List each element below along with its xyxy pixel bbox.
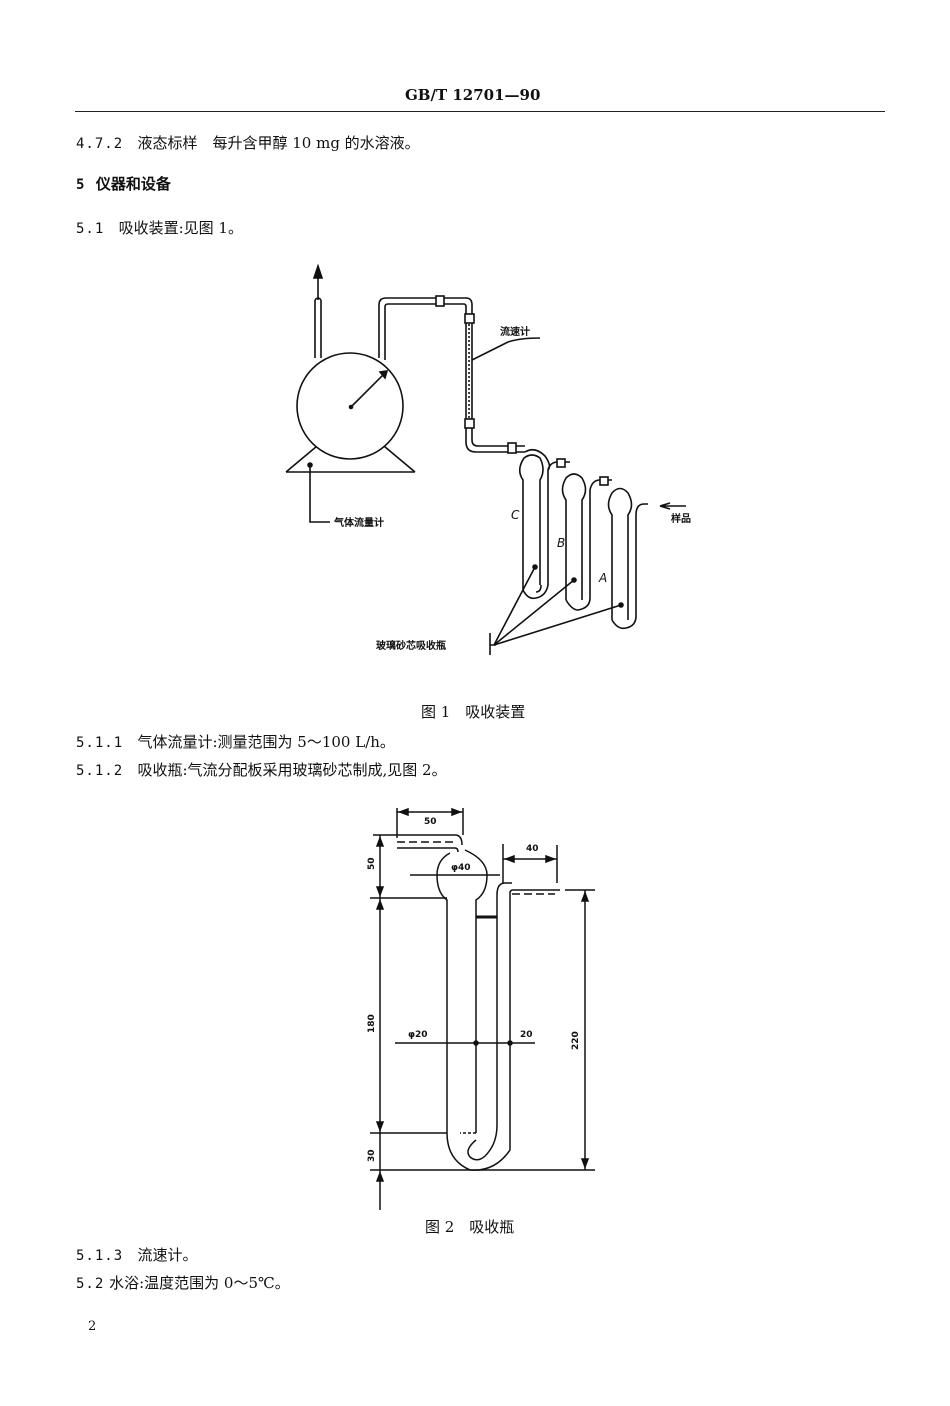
section-text: 流速计。 [137, 1246, 198, 1264]
fritted-bottle-leaders [489, 566, 622, 655]
figure-2-caption: 图 2 吸收瓶 [425, 1218, 515, 1236]
sample-inlet [611, 503, 648, 630]
figure-1-caption: 图 1 吸收装置 [421, 703, 526, 721]
dim-label-bulb-diameter: φ40 [451, 863, 471, 873]
section-number: 4.7.2 [76, 136, 124, 152]
section-number: 5.2 [76, 1276, 105, 1292]
pipe-connector [435, 295, 445, 307]
section-text: 气体流量计:测量范围为 5～100 L/h。 [137, 733, 395, 751]
flowmeter-bottom-joint [464, 418, 475, 429]
label-sample: 样品 [671, 512, 691, 525]
bottle-left-wall [436, 852, 451, 1133]
dim-label-top-width: 50 [424, 817, 437, 827]
dim-label-total-height: 220 [571, 1031, 581, 1050]
bottle-c [518, 454, 544, 590]
exhaust-arrow-head [312, 263, 324, 279]
standard-code: GB/T 12701—90 [405, 86, 541, 104]
header-rule [75, 111, 885, 112]
dim-label-bottom-height: 30 [367, 1149, 377, 1162]
section-5-1-2: 5.1.2 吸收瓶:气流分配板采用玻璃砂芯制成,见图 2。 [76, 761, 447, 780]
section-5-heading: 5 仪器和设备 [76, 175, 171, 194]
bottle-b [561, 473, 587, 600]
section-text: 液态标样 每升含甲醇 10 mg 的水溶液。 [137, 134, 420, 152]
section-number: 5.1.2 [76, 763, 124, 779]
dim-label-outlet-width: 40 [526, 844, 539, 854]
dim-label-tube-spacing: 20 [520, 1030, 533, 1040]
dim-label-tube-diameter: φ20 [408, 1030, 428, 1040]
section-text: 水浴:温度范围为 0～5℃。 [109, 1274, 290, 1292]
label-bottle-c: C [511, 508, 520, 522]
section-5-1-1: 5.1.1 气体流量计:测量范围为 5～100 L/h。 [76, 733, 395, 752]
exhaust-pipe [314, 297, 322, 358]
dim-top-width [396, 808, 464, 838]
page-number: 2 [88, 1319, 97, 1334]
gas-meter-leader [309, 465, 330, 523]
figure-1-absorption-apparatus: 流速计 气体流量计 C B A 样品 玻璃砂芯吸收瓶 [285, 263, 691, 655]
label-bottle-a: A [598, 571, 607, 585]
label-gas-flow-meter: 气体流量计 [333, 516, 384, 529]
section-number: 5.1.3 [76, 1248, 124, 1264]
dim-label-tube-length: 180 [367, 1014, 377, 1033]
section-text: 吸收瓶:气流分配板采用玻璃砂芯制成,见图 2。 [137, 761, 447, 779]
section-number: 5 [76, 177, 86, 193]
dim-total-height [565, 889, 595, 1170]
section-5-2: 5.2 水浴:温度范围为 0～5℃。 [76, 1274, 290, 1293]
bottle-outlet-tube [446, 889, 560, 1171]
bottle-a [607, 487, 633, 620]
section-number: 5.1.1 [76, 735, 124, 751]
dim-left-vertical [370, 835, 595, 1210]
flowmeter-top-joint [464, 313, 475, 324]
flow-rate-meter-leader [471, 337, 541, 361]
section-text: 仪器和设备 [95, 175, 171, 193]
section-4-7-2: 4.7.2 液态标样 每升含甲醇 10 mg 的水溶液。 [76, 134, 420, 153]
section-5-1-3: 5.1.3 流速计。 [76, 1246, 197, 1265]
meter-needle [350, 372, 386, 408]
label-flow-rate-meter: 流速计 [500, 325, 530, 338]
section-text: 吸收装置:见图 1。 [118, 219, 243, 237]
label-fritted-bottle: 玻璃砂芯吸收瓶 [376, 639, 446, 652]
dim-label-bulb-height: 50 [367, 857, 377, 870]
section-5-1: 5.1 吸收装置:见图 1。 [76, 219, 243, 238]
section-number: 5.1 [76, 221, 105, 237]
dim-outlet-width [502, 844, 558, 883]
label-bottle-b: B [557, 536, 565, 550]
